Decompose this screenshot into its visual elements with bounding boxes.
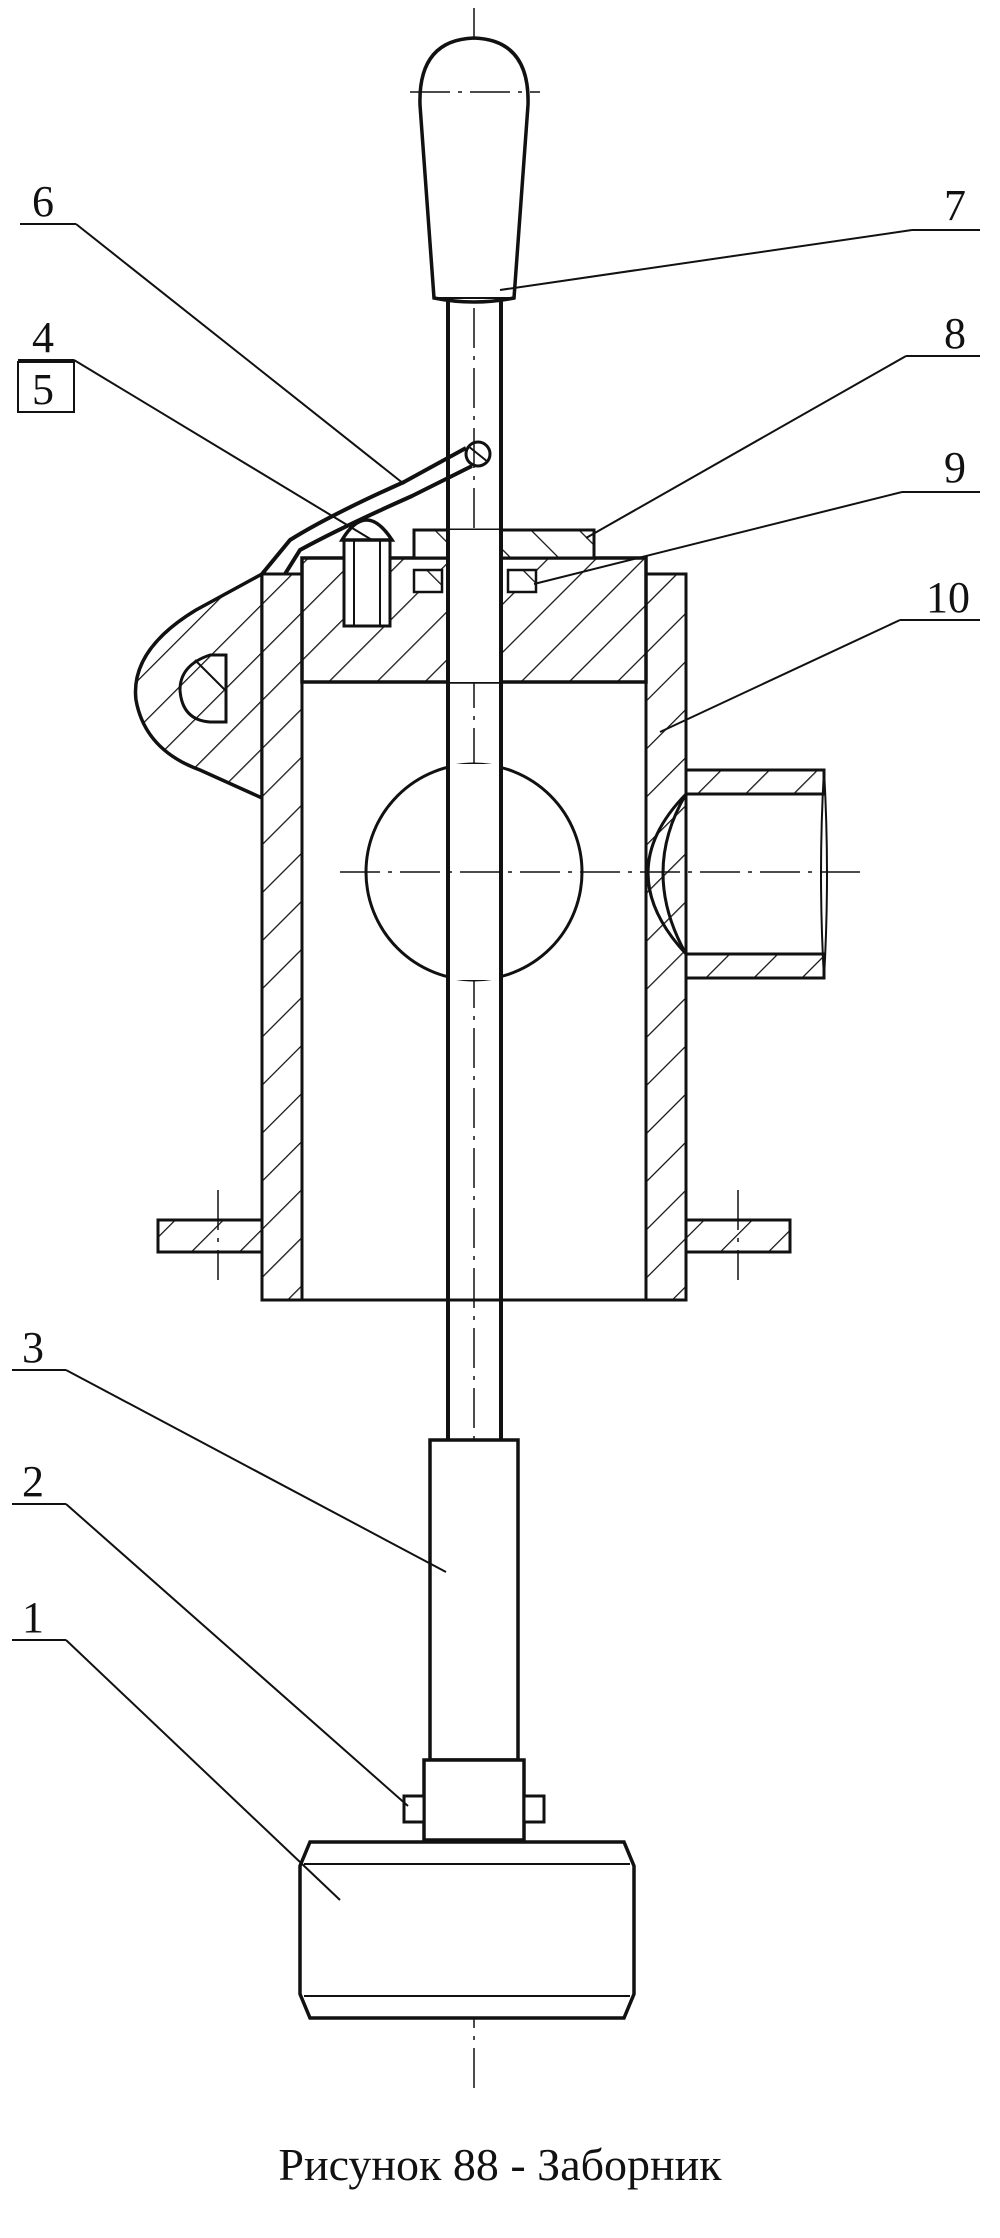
side-opening (340, 762, 860, 982)
label-7: 7 (944, 181, 966, 230)
label-6: 6 (32, 177, 54, 226)
label-2: 2 (22, 1457, 44, 1506)
lever-part-6 (133, 446, 473, 801)
mounting-flanges (156, 1190, 792, 1280)
outlet-pipe (646, 768, 828, 980)
label-8: 8 (944, 309, 966, 358)
figure-caption: Рисунок 88 - Заборник (278, 2139, 722, 2190)
lower-tube-part-3 (422, 1438, 526, 1842)
float-part-1 (298, 1840, 636, 2020)
label-4: 4 (32, 313, 54, 362)
handle-part-7 (410, 36, 540, 304)
label-9: 9 (944, 443, 966, 492)
label-1: 1 (22, 1593, 44, 1642)
lid (300, 518, 648, 684)
leader-lines (12, 223, 980, 1901)
pins-part-2 (402, 1794, 546, 1824)
label-10: 10 (926, 573, 970, 622)
label-3: 3 (22, 1323, 44, 1372)
label-5: 5 (32, 365, 54, 414)
